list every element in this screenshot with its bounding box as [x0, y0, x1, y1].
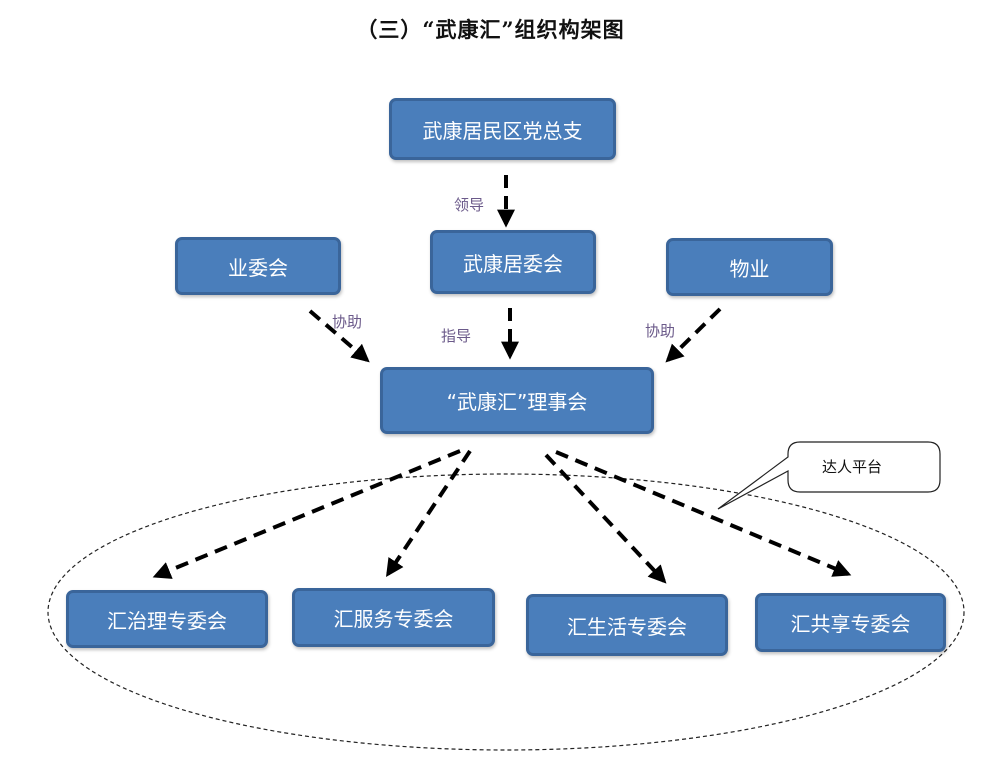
arrow-assist-left: [308, 309, 370, 363]
edge-label-assist-left: 协助: [332, 313, 363, 331]
group-ellipse: [47, 473, 965, 751]
node-property-mgmt[interactable]: 物业: [666, 238, 833, 296]
node-residents-committee[interactable]: 武康居委会: [430, 230, 596, 294]
node-council[interactable]: “武康汇”理事会: [380, 367, 654, 434]
arrow-to-life: [544, 453, 667, 584]
node-life[interactable]: 汇生活专委会: [526, 594, 728, 656]
edge-label-guide: 指导: [441, 327, 472, 345]
node-party-branch[interactable]: 武康居民区党总支: [389, 98, 616, 160]
arrow-assist-right: [665, 307, 722, 363]
arrow-to-service: [386, 449, 472, 577]
callout-bubble: [717, 441, 941, 510]
node-governance[interactable]: 汇治理专委会: [66, 590, 268, 648]
node-service[interactable]: 汇服务专委会: [292, 588, 495, 647]
arrow-to-sharing: [555, 450, 852, 577]
diagram-title: （三）“武康汇”组织构架图: [356, 17, 625, 42]
node-sharing[interactable]: 汇共享专委会: [755, 593, 946, 652]
callout-talent-platform: 达人平台: [822, 458, 883, 476]
edge-label-lead: 领导: [454, 196, 485, 214]
edge-label-assist-right: 协助: [645, 322, 676, 340]
arrow-to-governance: [152, 449, 461, 579]
node-owners-committee[interactable]: 业委会: [175, 237, 341, 295]
